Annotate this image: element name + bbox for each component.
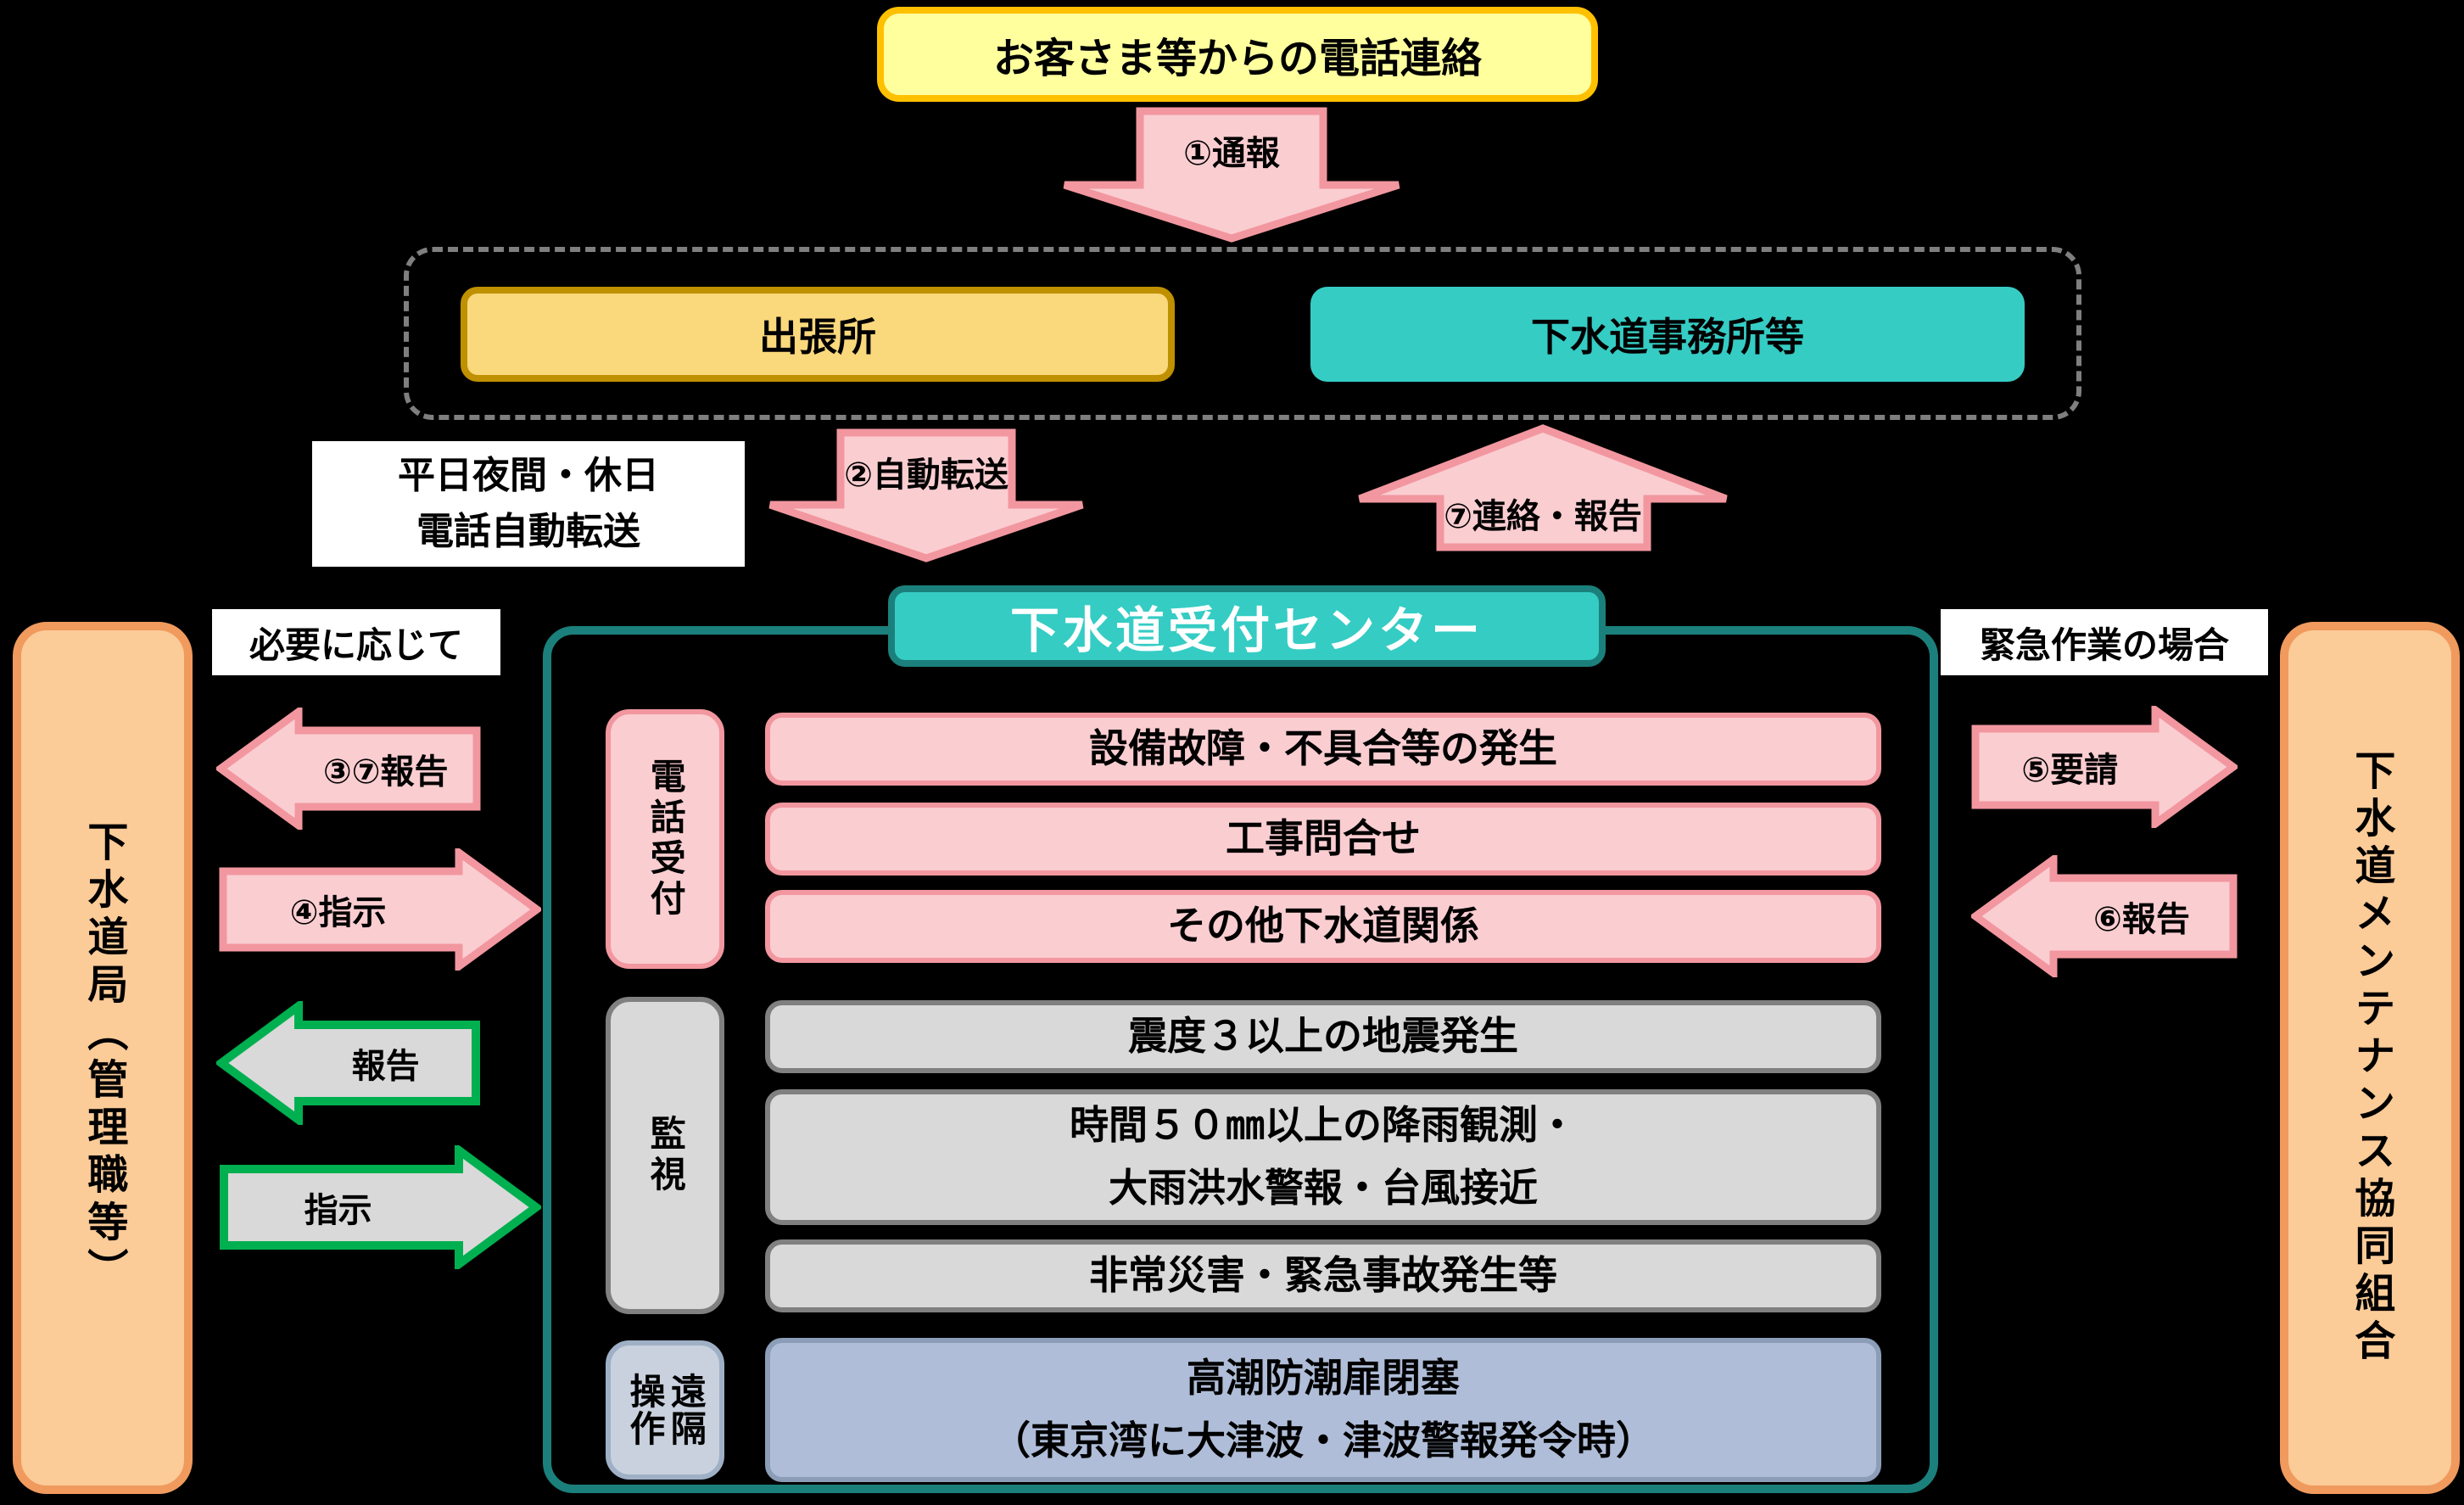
row-equipment-failure-text: 設備故障・不具合等の発生 — [1089, 726, 1557, 771]
branch-office-box: 出張所 — [461, 287, 1175, 382]
up-arrow-icon — [1358, 424, 1728, 551]
emergency-case-label: 緊急作業の場合 — [1979, 624, 2229, 665]
maintenance-association-label: 下水道メンテナンス協同組合 — [2348, 749, 2394, 1367]
reception-center-title: 下水道受付センター — [1009, 603, 1483, 658]
customer-call-label: お客さま等からの電話連絡 — [992, 36, 1482, 81]
right-arrow-icon — [1971, 706, 2238, 828]
section-label-remote-text: 遠隔 操作 — [625, 1373, 707, 1447]
arrow-4-instruction: ④指示 — [219, 848, 541, 971]
emergency-case-note: 緊急作業の場合 — [1941, 609, 2268, 675]
arrow-7-label: ⑦連絡・報告 — [1444, 498, 1642, 535]
night-transfer-note: 平日夜間・休日 電話自動転送 — [312, 441, 745, 567]
row-tide-gate-text: 高潮防潮扉閉塞 （東京湾に大津波・津波警報発令時） — [992, 1356, 1655, 1463]
row-disaster: 非常災害・緊急事故発生等 — [765, 1239, 1881, 1312]
arrow-report-green-label: 報告 — [351, 1048, 420, 1085]
section-label-phone-text: 電話受付 — [645, 758, 686, 920]
row-rainfall-text: 時間５０㎜以上の降雨観測・ 大雨洪水警報・台風接近 — [1070, 1103, 1577, 1210]
maintenance-association-box: 下水道メンテナンス協同組合 — [2280, 622, 2460, 1494]
sewerage-bureau-label: 下水道局（管理職等） — [81, 820, 126, 1295]
offices-dashed-group — [404, 247, 2081, 420]
customer-call-box: お客さま等からの電話連絡 — [877, 7, 1598, 102]
arrow-instruction-green-label: 指示 — [304, 1192, 372, 1229]
left-arrow-icon — [216, 708, 481, 830]
arrow-5-request: ⑤要請 — [1971, 706, 2238, 828]
section-label-monitoring-text: 監視 — [645, 1115, 686, 1196]
left-arrow-icon — [1971, 855, 2238, 977]
row-rainfall: 時間５０㎜以上の降雨観測・ 大雨洪水警報・台風接近 — [765, 1089, 1881, 1225]
arrow-1-notification: ①通報 — [1060, 107, 1403, 243]
row-earthquake-text: 震度３以上の地震発生 — [1128, 1014, 1518, 1059]
arrow-2-auto-transfer: ②自動転送 — [766, 428, 1087, 562]
arrow-6-label: ⑥報告 — [2093, 901, 2190, 938]
arrow-37-label: ③⑦報告 — [322, 753, 449, 791]
left-arrow-icon — [216, 1001, 480, 1125]
section-label-monitoring: 監視 — [606, 997, 724, 1314]
section-label-remote: 遠隔 操作 — [606, 1340, 724, 1480]
row-disaster-text: 非常災害・緊急事故発生等 — [1089, 1253, 1557, 1298]
section-label-phone: 電話受付 — [606, 709, 724, 969]
night-transfer-label: 平日夜間・休日 電話自動転送 — [398, 455, 659, 552]
row-other-sewer: その他下水道関係 — [765, 890, 1881, 963]
row-other-sewer-text: その他下水道関係 — [1167, 904, 1479, 948]
down-arrow-icon — [1063, 107, 1400, 243]
sewer-office-label: 下水道事務所等 — [1531, 315, 1804, 359]
arrow-5-label: ⑤要請 — [2021, 752, 2119, 789]
right-arrow-icon — [220, 1145, 541, 1269]
arrow-6-report: ⑥報告 — [1971, 855, 2238, 977]
as-needed-label: 必要に応じて — [249, 624, 463, 665]
arrow-report-green: 報告 — [216, 1001, 481, 1125]
right-arrow-icon — [219, 848, 541, 971]
arrow-2-label: ②自動転送 — [844, 456, 1009, 494]
as-needed-note: 必要に応じて — [212, 609, 500, 675]
row-tide-gate: 高潮防潮扉閉塞 （東京湾に大津波・津波警報発令時） — [765, 1338, 1881, 1482]
row-earthquake: 震度３以上の地震発生 — [765, 1000, 1881, 1073]
reception-center-header: 下水道受付センター — [888, 585, 1606, 667]
row-construction-inquiry-text: 工事問合せ — [1226, 816, 1421, 861]
arrow-instruction-green: 指示 — [219, 1145, 541, 1269]
sewer-office-box: 下水道事務所等 — [1310, 287, 2025, 382]
arrow-37-report: ③⑦報告 — [216, 708, 481, 830]
row-equipment-failure: 設備故障・不具合等の発生 — [765, 713, 1881, 786]
down-arrow-icon — [768, 428, 1084, 562]
arrow-1-label: ①通報 — [1183, 135, 1280, 173]
arrow-4-label: ④指示 — [289, 894, 387, 932]
branch-office-label: 出張所 — [759, 315, 876, 359]
sewerage-bureau-box: 下水道局（管理職等） — [13, 622, 193, 1494]
row-construction-inquiry: 工事問合せ — [765, 803, 1881, 876]
arrow-7-contact-report: ⑦連絡・報告 — [1355, 424, 1730, 551]
